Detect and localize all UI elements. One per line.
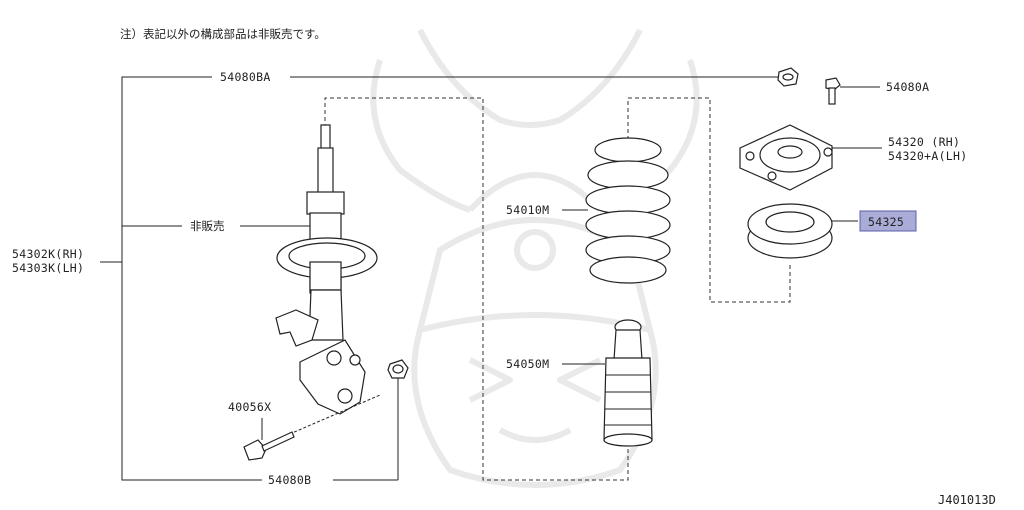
bound-bumper bbox=[603, 319, 653, 447]
label-54080ba: 54080BA bbox=[220, 70, 271, 84]
label-54050m: 54050M bbox=[506, 357, 549, 371]
strut-assembly bbox=[275, 124, 378, 415]
label-54320-rh: 54320 (RH) bbox=[888, 135, 960, 149]
leader-lines bbox=[100, 76, 882, 481]
footnote: 注）表記以外の構成部品は非販売です。 bbox=[120, 27, 326, 41]
assembly-dashes bbox=[324, 97, 791, 481]
label-54325[interactable]: 54325 bbox=[868, 215, 904, 229]
label-54080a: 54080A bbox=[886, 80, 929, 94]
bolt-40056x bbox=[243, 394, 381, 461]
label-not-sold: 非販売 bbox=[190, 219, 225, 233]
coil-spring bbox=[585, 137, 671, 284]
label-strut-lh: 54303K(LH) bbox=[12, 261, 84, 275]
label-40056x: 40056X bbox=[228, 400, 271, 414]
bolt-54080a bbox=[825, 77, 841, 105]
label-strut-rh: 54302K(RH) bbox=[12, 247, 84, 261]
part-link-54325[interactable]: 54325 bbox=[859, 210, 917, 232]
bearing bbox=[747, 203, 833, 259]
label-54010m: 54010M bbox=[506, 203, 549, 217]
label-54080b: 54080B bbox=[268, 473, 311, 487]
strut-mount bbox=[739, 124, 833, 191]
diagram-id: J401013D bbox=[938, 493, 996, 507]
mount-nut bbox=[777, 67, 799, 87]
label-54320-lh: 54320+A(LH) bbox=[888, 149, 967, 163]
nut-54080b bbox=[387, 359, 409, 379]
